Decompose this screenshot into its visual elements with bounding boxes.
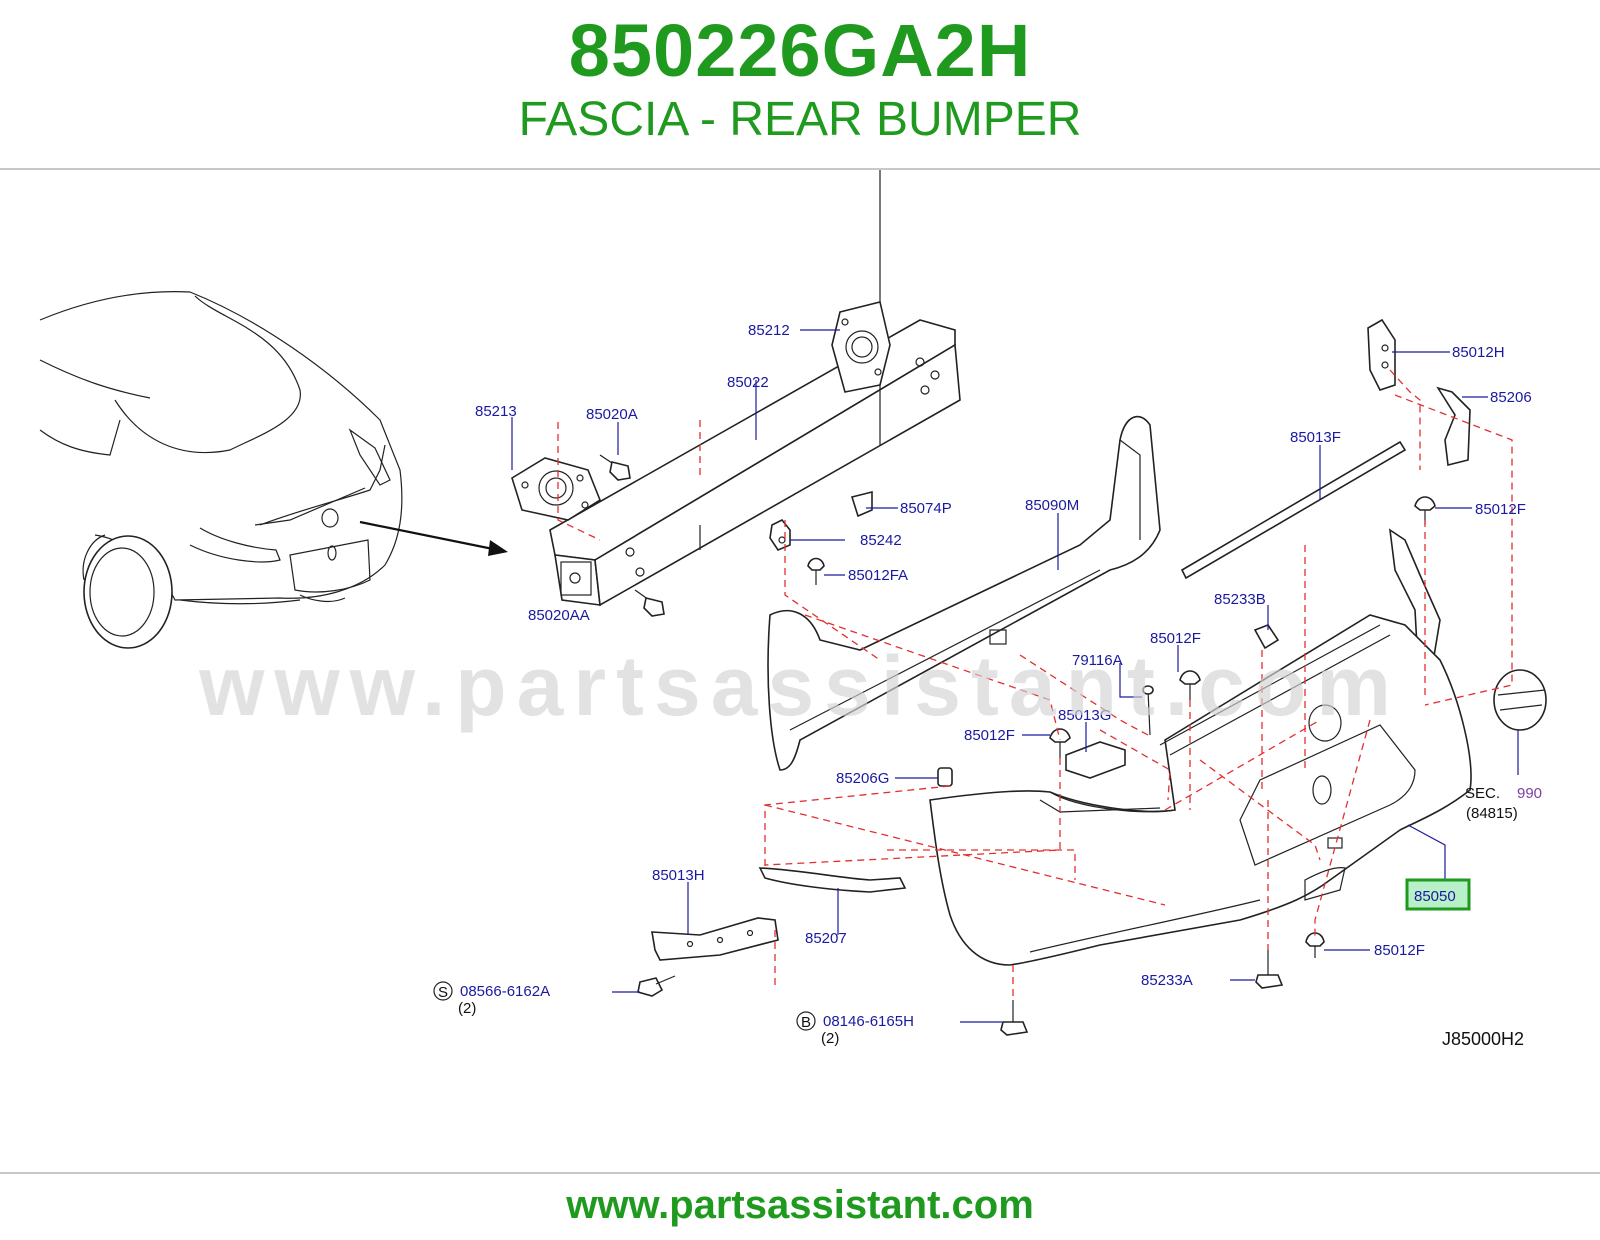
assembly-lines: [557, 369, 1513, 1000]
label-85022[interactable]: 85022: [727, 374, 769, 391]
car-outline: [39, 291, 403, 649]
label-85020AA[interactable]: 85020AA: [528, 607, 590, 624]
footer-url[interactable]: www.partsassistant.com: [566, 1183, 1034, 1227]
label-85207[interactable]: 85207: [805, 930, 847, 947]
watermark: www.partsassistant.com: [199, 639, 1401, 733]
view-arrow: [359, 520, 499, 552]
label-85206G[interactable]: 85206G: [836, 770, 889, 787]
clip-85206G: [937, 767, 953, 787]
header-divider: [0, 168, 1600, 170]
side-bracket-85013H: [651, 917, 779, 961]
label-08146-6165H[interactable]: 08146-6165H: [823, 1013, 914, 1030]
bolt-85020A: [599, 454, 631, 481]
label-sec-990[interactable]: 990: [1517, 785, 1542, 802]
label-85013H[interactable]: 85013H: [652, 867, 705, 884]
bracket-85206: [1436, 386, 1471, 466]
bracket-85212: [831, 301, 891, 393]
molding-85013F: [1180, 440, 1407, 580]
bracket-85012H: [1367, 318, 1396, 391]
bolt-85020AA: [634, 589, 665, 617]
label-85242[interactable]: 85242: [860, 532, 902, 549]
label-sec-ref: (84815): [1466, 805, 1518, 822]
label-85020A[interactable]: 85020A: [586, 406, 638, 423]
label-85013G[interactable]: 85013G: [1058, 707, 1111, 724]
view-arrow-head: [488, 540, 508, 556]
clip-85012F-bottom: [1305, 932, 1325, 958]
label-b-qty: (2): [821, 1030, 839, 1047]
label-85074P[interactable]: 85074P: [900, 500, 952, 517]
bolt-85233A: [1255, 950, 1284, 989]
label-79116A[interactable]: 79116A: [1072, 652, 1123, 669]
bracket-85207: [758, 867, 907, 893]
s-circle: [433, 981, 453, 1001]
label-s-qty: (2): [458, 1000, 476, 1017]
page-subtitle: FASCIA - REAR BUMPER: [518, 93, 1082, 146]
label-sec: SEC.: [1465, 785, 1500, 802]
parts-diagram: 85212 85022 85213 85020A 85074P 85242 85…: [39, 170, 1547, 1049]
fuel-lid: [1493, 669, 1547, 731]
label-85090M[interactable]: 85090M: [1025, 497, 1079, 514]
clip-85012F-middle: [1179, 670, 1201, 700]
clip-85074P: [850, 490, 873, 518]
nut-85233B: [1253, 624, 1280, 650]
pad-85013G: [1065, 741, 1126, 779]
highlight-85050: [1405, 878, 1471, 911]
clip-85012FA: [807, 557, 825, 585]
label-b-letter: B: [801, 1014, 811, 1031]
label-08566-6162A[interactable]: 08566-6162A: [460, 983, 550, 1000]
energy-absorber: [767, 415, 1161, 771]
label-85012F-b[interactable]: 85012F: [1150, 630, 1201, 647]
b-circle: [796, 1011, 816, 1031]
label-85012F-d[interactable]: 85012F: [1374, 942, 1425, 959]
label-85012H[interactable]: 85012H: [1452, 344, 1505, 361]
bracket-85242: [769, 518, 791, 551]
label-85213[interactable]: 85213: [475, 403, 517, 420]
leader-lines: [511, 329, 1519, 1023]
label-s-letter: S: [438, 984, 448, 1001]
bracket-85213: [511, 457, 601, 521]
bolt-b: [1000, 1000, 1029, 1036]
label-85050[interactable]: 85050: [1414, 888, 1456, 905]
rivet-79116A: [1142, 685, 1154, 736]
label-85212[interactable]: 85212: [748, 322, 790, 339]
label-85012F-a[interactable]: 85012F: [1475, 501, 1526, 518]
label-85233B[interactable]: 85233B: [1214, 591, 1266, 608]
bolt-s: [637, 975, 676, 997]
label-85012F-c[interactable]: 85012F: [964, 727, 1015, 744]
label-85012FA[interactable]: 85012FA: [848, 567, 908, 584]
clip-85012F-left: [1049, 728, 1071, 758]
page-title: 850226GA2H: [568, 9, 1032, 92]
label-85206[interactable]: 85206: [1490, 389, 1532, 406]
label-85013F[interactable]: 85013F: [1290, 429, 1341, 446]
label-85233A[interactable]: 85233A: [1141, 972, 1193, 989]
footer-divider: [0, 1172, 1600, 1174]
diagram-code: J85000H2: [1442, 1029, 1524, 1049]
